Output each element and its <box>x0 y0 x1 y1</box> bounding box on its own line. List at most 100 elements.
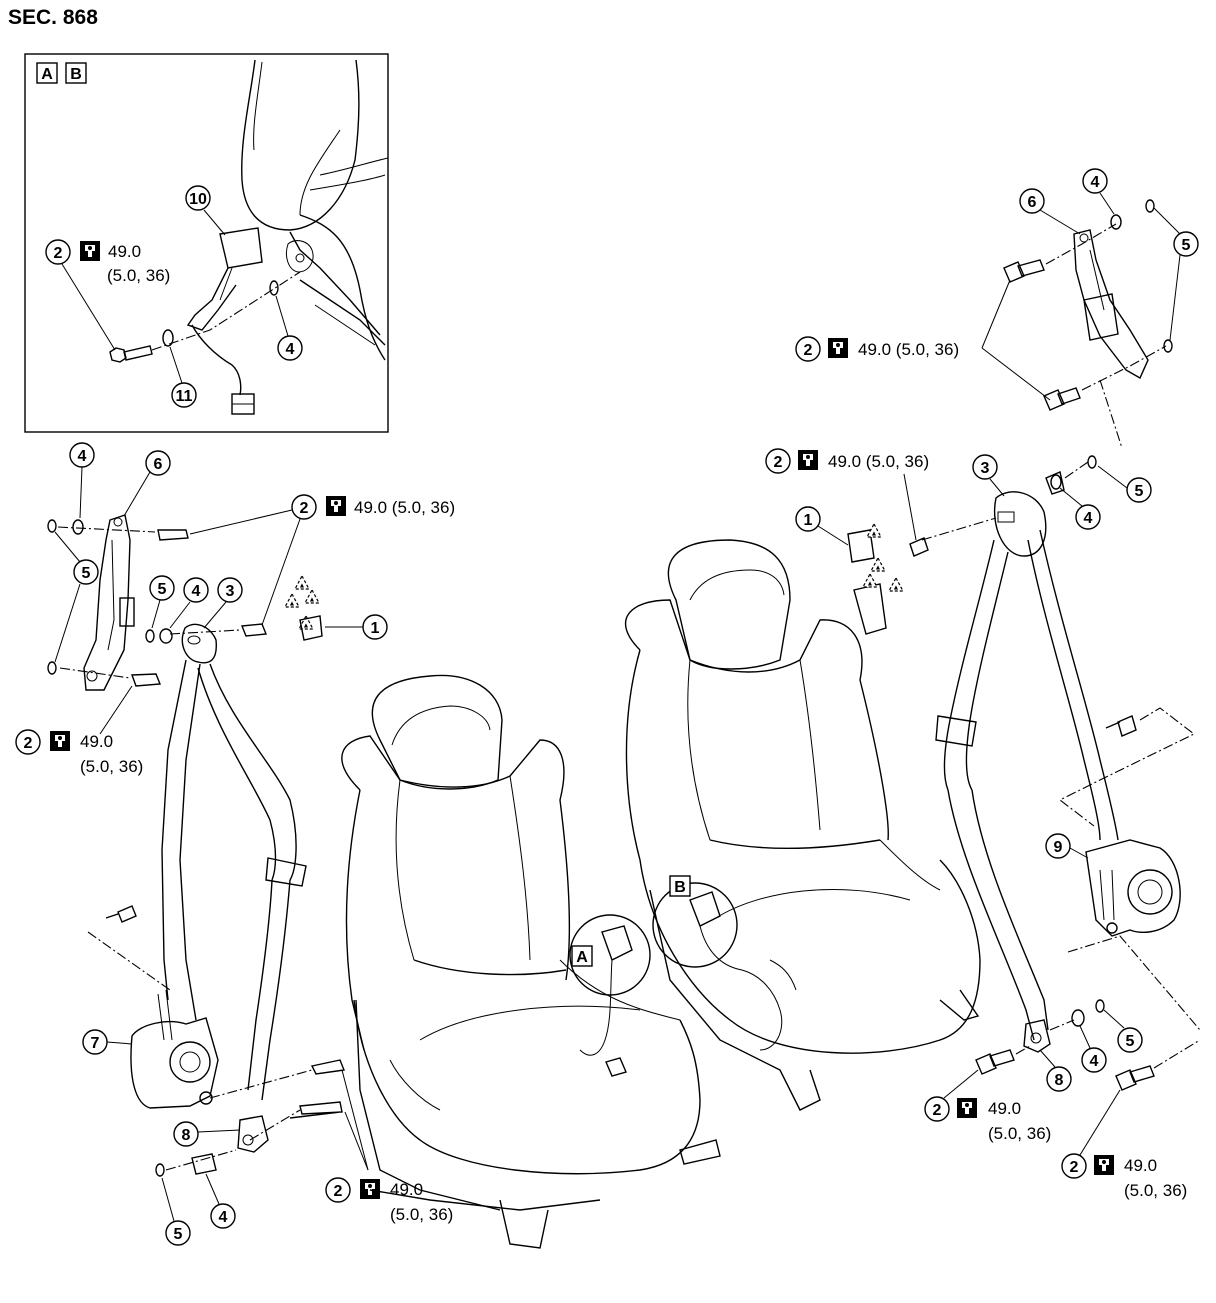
svg-text:6: 6 <box>1028 194 1037 211</box>
callout-2-right-bottom-a: 2 49.0 (5.0, 36) <box>924 1069 1051 1143</box>
svg-text:49.0: 49.0 <box>988 1099 1021 1118</box>
callout-9: 9 <box>1045 833 1089 859</box>
callout-2-right-bottom-b: 2 49.0 (5.0, 36) <box>1061 1089 1187 1200</box>
front-seat-left <box>341 674 721 1249</box>
callout-4-left-top: 4 <box>69 442 95 519</box>
torque-wrench-icon <box>360 1179 380 1199</box>
svg-text:B: B <box>674 879 686 896</box>
svg-text:5: 5 <box>1182 237 1191 254</box>
svg-text:A: A <box>576 949 588 966</box>
svg-text:5: 5 <box>82 565 91 582</box>
svg-text:49.0 (5.0, 36): 49.0 (5.0, 36) <box>828 452 929 471</box>
callout-7: 7 <box>82 1029 133 1055</box>
svg-text:49.0 (5.0, 36): 49.0 (5.0, 36) <box>354 498 455 517</box>
callout-3-right: 3 <box>972 454 1005 497</box>
right-height-adjuster <box>1073 229 1149 379</box>
callout-4-left-bottom: 4 <box>205 1173 236 1229</box>
callout-1-left: 1 <box>284 575 388 641</box>
svg-text:4: 4 <box>1084 510 1093 527</box>
svg-text:49.0: 49.0 <box>108 242 141 261</box>
right-retractor <box>1058 707 1201 1031</box>
svg-text:5: 5 <box>174 1226 183 1243</box>
callout-6-left: 6 <box>123 450 171 517</box>
svg-text:2: 2 <box>1070 1159 1079 1176</box>
torque-wrench-icon <box>798 450 818 470</box>
svg-text:2: 2 <box>774 454 783 471</box>
callout-2-left-lower: 2 49.0 (5.0, 36) <box>15 685 143 776</box>
left-retractor <box>87 905 219 1109</box>
callout-2-inset: 2 49.0 (5.0, 36) <box>45 239 170 351</box>
callout-5-left-top: 5 <box>54 531 99 663</box>
svg-text:(5.0, 36): (5.0, 36) <box>988 1124 1051 1143</box>
inset-tag-a: A <box>36 62 58 84</box>
svg-text:10: 10 <box>189 191 207 208</box>
svg-text:(5.0, 36): (5.0, 36) <box>1124 1181 1187 1200</box>
callout-4-left-mid: 4 <box>169 577 209 629</box>
callout-10-inset: 10 <box>185 185 226 236</box>
inset-tag-b: B <box>65 62 87 84</box>
svg-text:4: 4 <box>1090 1053 1099 1070</box>
svg-text:4: 4 <box>286 341 295 358</box>
inset-seat-side <box>241 59 389 361</box>
svg-text:(5.0, 36): (5.0, 36) <box>390 1205 453 1224</box>
callout-8-left: 8 <box>173 1121 241 1147</box>
inset-buckle <box>186 227 263 415</box>
svg-text:49.0: 49.0 <box>80 732 113 751</box>
adhesive-triangle-icon <box>862 573 878 589</box>
callout-11-inset: 11 <box>169 346 197 408</box>
svg-text:3: 3 <box>226 583 235 600</box>
svg-text:4: 4 <box>219 1209 228 1226</box>
right-belt-webbing <box>909 491 1119 1041</box>
svg-text:2: 2 <box>54 245 63 262</box>
callout-5-right-mid: 5 <box>1097 465 1152 503</box>
view-tag-a <box>571 945 593 967</box>
left-belt-webbing <box>161 623 307 1101</box>
svg-text:5: 5 <box>1135 483 1144 500</box>
callout-6-right: 6 <box>1019 188 1081 235</box>
svg-text:2: 2 <box>933 1102 942 1119</box>
detail-circle-b: B <box>652 875 797 1051</box>
svg-text:7: 7 <box>91 1035 100 1052</box>
svg-text:8: 8 <box>182 1127 191 1144</box>
detail-circle-a: A <box>569 914 651 1077</box>
svg-text:11: 11 <box>176 388 193 405</box>
svg-text:2: 2 <box>334 1183 343 1200</box>
svg-text:(5.0, 36): (5.0, 36) <box>107 266 170 285</box>
callout-4-right-bottom: 4 <box>1079 1025 1107 1073</box>
svg-text:49.0 (5.0, 36): 49.0 (5.0, 36) <box>858 340 959 359</box>
inset-frame <box>24 53 389 433</box>
svg-text:4: 4 <box>78 448 87 465</box>
callout-5-right-top: 5 <box>1153 207 1199 341</box>
svg-text:(5.0, 36): (5.0, 36) <box>80 757 143 776</box>
callout-4-right-mid: 4 <box>1059 487 1101 530</box>
torque-wrench-icon <box>1094 1155 1114 1175</box>
torque-wrench-icon <box>50 731 70 751</box>
svg-text:5: 5 <box>1126 1033 1135 1050</box>
svg-text:49.0: 49.0 <box>1124 1156 1157 1175</box>
svg-text:1: 1 <box>371 620 380 637</box>
svg-text:3: 3 <box>981 460 990 477</box>
svg-text:A: A <box>41 66 53 83</box>
adhesive-triangle-icon <box>870 557 886 573</box>
left-upper-bolts <box>47 519 267 687</box>
callout-2-left-upper: 2 49.0 (5.0, 36) <box>189 494 455 626</box>
callout-2-right-mid: 2 49.0 (5.0, 36) <box>765 448 929 541</box>
right-upper-bolts <box>1003 199 1173 495</box>
callout-4-right-top: 4 <box>1082 168 1115 215</box>
rear-seat-right <box>624 539 981 1111</box>
svg-text:2: 2 <box>24 735 33 752</box>
svg-text:8: 8 <box>1055 1072 1064 1089</box>
section-title: SEC. 868 <box>8 6 98 29</box>
inset-bolt <box>109 271 301 363</box>
svg-text:4: 4 <box>1091 174 1100 191</box>
left-lower-anchor <box>155 1059 345 1177</box>
torque-wrench-icon <box>326 496 346 516</box>
right-lower-anchor <box>975 999 1201 1091</box>
callout-5-right-bottom: 5 <box>1103 1009 1143 1053</box>
torque-wrench-icon <box>80 241 100 261</box>
adhesive-triangle-icon <box>888 577 904 593</box>
adhesive-triangle-icon <box>284 593 300 609</box>
view-tag-b <box>669 875 691 897</box>
